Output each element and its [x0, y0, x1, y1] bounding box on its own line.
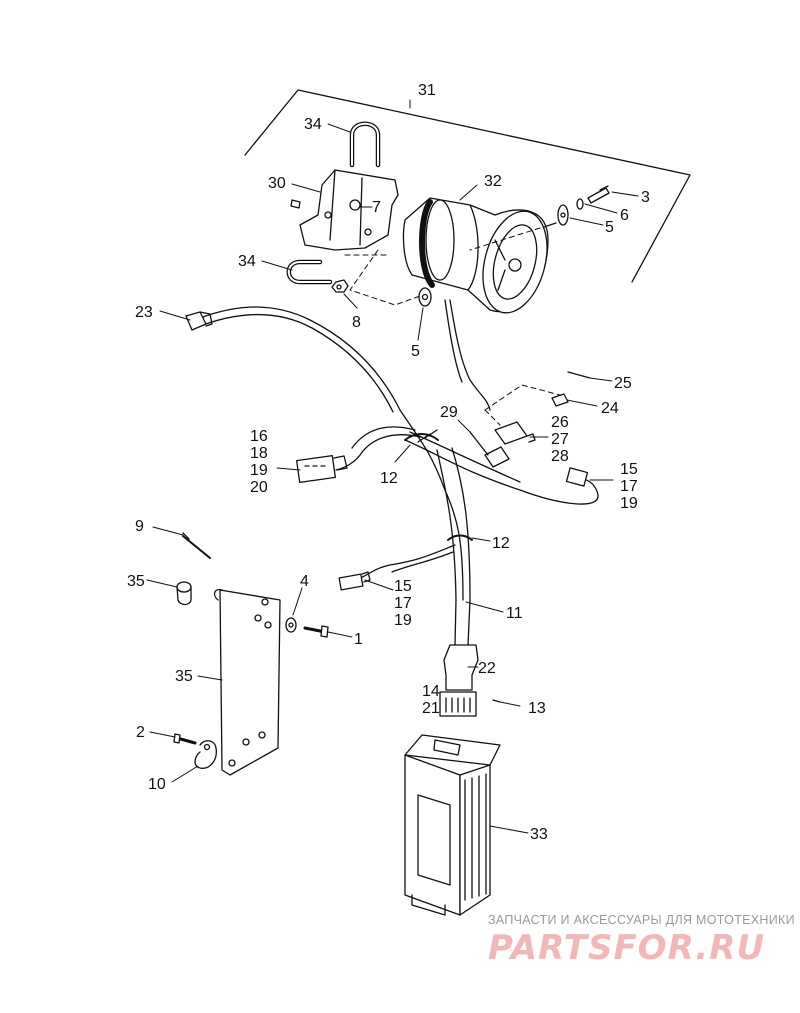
terminal-24 [551, 393, 569, 407]
watermark-tagline: ЗАПЧАСТИ И АКСЕССУАРЫ ДЛЯ МОТОТЕХНИКИ [488, 913, 795, 927]
callout-35: 35 [127, 573, 145, 590]
callout-2: 2 [136, 724, 145, 741]
assembly-bracket-31 [244, 89, 691, 283]
callout-25: 25 [614, 375, 632, 392]
washer-4 [285, 617, 297, 633]
tie-strap-9 [182, 532, 211, 559]
callout-19: 19 [250, 462, 268, 479]
leader-lines [146, 99, 639, 834]
callout-9: 9 [135, 518, 144, 535]
screw-2 [173, 733, 197, 745]
callout-17: 17 [620, 478, 638, 495]
wiring-harness [189, 299, 599, 601]
cable-ties [404, 433, 473, 541]
pin-25 [567, 371, 591, 379]
callout-35: 35 [175, 668, 193, 685]
callout-29: 29 [440, 404, 458, 421]
dashed-assembly-lines [344, 227, 561, 426]
callout-16: 16 [250, 428, 268, 445]
callout-5: 5 [411, 343, 420, 360]
callout-28: 28 [551, 448, 569, 465]
control-module [404, 734, 501, 916]
callout-7: 7 [372, 199, 381, 216]
callout-8: 8 [352, 314, 361, 331]
watermark-logo: PARTSFOR.RU [488, 928, 766, 968]
mounting-plate [213, 589, 281, 776]
screw-1 [303, 625, 329, 638]
callout-17: 17 [394, 595, 412, 612]
callout-31: 31 [418, 82, 436, 99]
callout-1: 1 [354, 631, 363, 648]
callout-24: 24 [601, 400, 619, 417]
callout-19: 19 [620, 495, 638, 512]
callout-15: 15 [620, 461, 638, 478]
grommet [185, 311, 213, 331]
connector-16-20 [295, 454, 348, 484]
callout-27: 27 [551, 431, 569, 448]
callout-12: 12 [380, 470, 398, 487]
callout-3: 3 [641, 189, 650, 206]
callout-13: 13 [528, 700, 546, 717]
callout-23: 23 [135, 304, 153, 321]
callout-10: 10 [148, 776, 166, 793]
connector-14-21 [439, 691, 501, 717]
callout-18: 18 [250, 445, 268, 462]
callout-6: 6 [620, 207, 629, 224]
hardware [290, 185, 610, 307]
callout-26: 26 [551, 414, 569, 431]
connector-15-17-19-upper [565, 467, 589, 487]
mounting-bracket [299, 169, 399, 251]
callout-labels: 31 34 30 32 3 7 6 5 34 8 5 23 25 29 24 2… [127, 82, 650, 843]
callout-19: 19 [394, 612, 412, 629]
callout-4: 4 [300, 573, 309, 590]
callout-12: 12 [492, 535, 510, 552]
u-bolt-upper [349, 121, 381, 168]
siren-horn [402, 197, 549, 314]
callout-22: 22 [478, 660, 496, 677]
clamp-10 [194, 740, 217, 769]
harness-sleeve [443, 599, 479, 691]
connector-26-28 [494, 421, 536, 445]
callout-5: 5 [605, 219, 614, 236]
callout-33: 33 [530, 826, 548, 843]
callout-11: 11 [506, 605, 523, 622]
callout-34: 34 [304, 116, 322, 133]
connector-29 [469, 431, 510, 468]
callout-32: 32 [484, 173, 502, 190]
callout-20: 20 [250, 479, 268, 496]
spacer [176, 581, 192, 606]
u-bolt-lower [286, 259, 333, 285]
connector-15-17-19-lower [338, 571, 371, 591]
callout-21: 21 [422, 700, 440, 717]
callout-14: 14 [422, 683, 440, 700]
callout-30: 30 [268, 175, 286, 192]
callout-34: 34 [238, 253, 256, 270]
callout-15: 15 [394, 578, 412, 595]
